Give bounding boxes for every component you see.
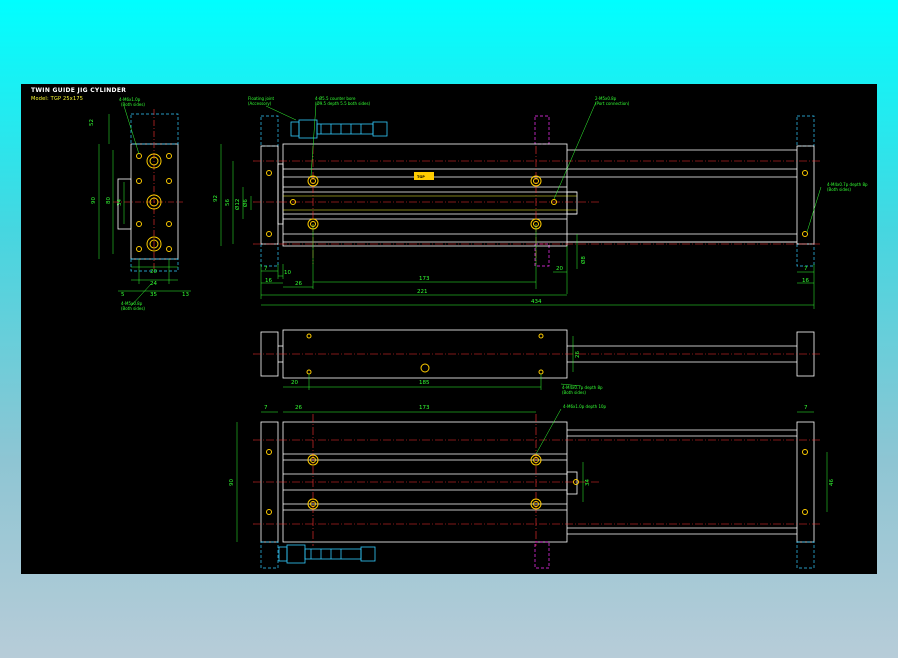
- bottom-dim-g: 46: [829, 479, 835, 486]
- lower-tap-note: 4-M6x1.0p depth 10p: [563, 404, 607, 409]
- front-dim-d6: 20: [556, 266, 563, 272]
- end-dim-right: 13: [182, 292, 189, 298]
- front-dim-h3: Ø12: [234, 199, 241, 210]
- plan-dim-c: 26: [575, 351, 581, 358]
- plan-tap-note-1: 4-M4x0.7p depth 8p: [562, 385, 603, 390]
- front-dim-d11: Ø8: [580, 256, 587, 264]
- front-dim-d9: 7: [804, 266, 808, 272]
- end-dim-height: 90: [91, 197, 97, 204]
- end-dim-top: 52: [89, 119, 95, 126]
- plan-dim-a: 20: [291, 380, 298, 386]
- rear-tap-note-1: 4-M4x0.7p depth 8p: [827, 182, 868, 187]
- bottom-dim-c: 173: [419, 405, 430, 411]
- front-dim-h4: Ø6: [242, 199, 249, 207]
- model-label: Model: TGP 25x175: [31, 96, 83, 102]
- front-dim-d1: 7: [264, 266, 268, 272]
- front-dim-d4: 26: [295, 281, 302, 287]
- floating-joint-note-1: Floating joint: [248, 96, 275, 101]
- end-dim-b3: 35: [150, 292, 157, 298]
- floating-joint-note-2: (Accessory): [248, 101, 272, 106]
- front-dim-d5: 173: [419, 276, 430, 282]
- bottom-dim-b: 26: [295, 405, 302, 411]
- bottom-dim-f: 34: [585, 479, 591, 486]
- end-dim-h3: 34: [117, 199, 123, 206]
- front-dim-d10: 16: [802, 278, 809, 284]
- end-dim-b1: 20: [150, 269, 157, 275]
- front-dim-d7: 221: [417, 289, 428, 295]
- end-dim-b2: 24: [150, 281, 157, 287]
- end-note-line2: (Both sides): [121, 102, 145, 107]
- plan-tap-note-2: (Both sides): [562, 390, 586, 395]
- front-dim-d3: 16: [265, 278, 272, 284]
- bottom-dim-d: 7: [804, 405, 808, 411]
- rear-tap-note-2: (Both sides): [827, 187, 851, 192]
- end-dim-h2: 80: [106, 197, 112, 204]
- nameplate-label: TGP: [417, 175, 425, 179]
- end-view: 52 90 80 34 20 24 35 5 13 4-M6x1.0p (Bot…: [89, 97, 191, 311]
- front-view: TGP: [213, 96, 868, 309]
- plan-dim-b: 185: [419, 380, 430, 386]
- port-note-1: 2-M5x0.8p: [595, 96, 617, 101]
- front-dim-h2: 56: [225, 199, 231, 206]
- bottom-dim-a: 7: [264, 405, 268, 411]
- cad-drawing: TWIN GUIDE JIG CYLINDER Model: TGP 25x17…: [31, 87, 868, 569]
- front-dim-d2: 10: [284, 270, 291, 276]
- end-note-line1: 4-M6x1.0p: [119, 97, 141, 102]
- center-bore-note-2: (Ø9.5 depth 5.5 both sides): [315, 101, 371, 106]
- bottom-note-line2: (Both sides): [121, 306, 145, 311]
- plan-view: 20 185 26 4-M4x0.7p depth 8p (Both sides…: [253, 329, 821, 395]
- cad-drawing-canvas[interactable]: TWIN GUIDE JIG CYLINDER Model: TGP 25x17…: [21, 84, 877, 574]
- bottom-dim-e: 90: [229, 479, 235, 486]
- port-note-2: (Port connection): [595, 101, 630, 106]
- bottom-note-line1: 4-M5x0.8p: [121, 301, 143, 306]
- bottom-view: 7 26 173 7 90 34 46 4-M6x1.0p depth 10p: [229, 404, 835, 569]
- center-bore-note-1: 4-Ø5.5 counter bore: [315, 96, 356, 101]
- drawing-title: TWIN GUIDE JIG CYLINDER: [31, 87, 126, 94]
- front-dim-d8: 434: [531, 299, 542, 305]
- front-dim-h1: 92: [213, 195, 219, 202]
- end-dim-left: 5: [121, 292, 125, 298]
